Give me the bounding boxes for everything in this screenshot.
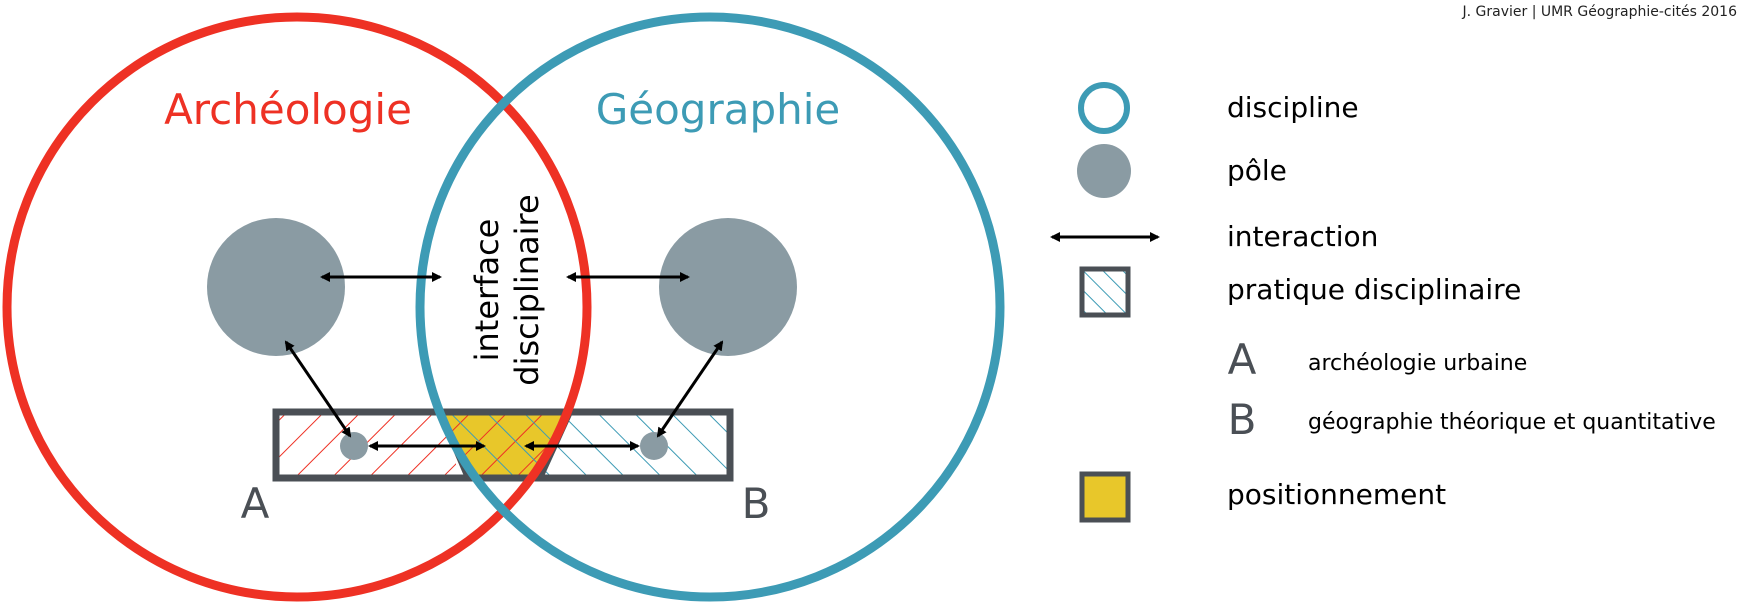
legend-a-letter: A <box>1228 335 1257 384</box>
legend-pole-label: pôle <box>1227 154 1287 187</box>
urban-archeology-pole <box>340 432 368 460</box>
archeology-title: Archéologie <box>164 85 412 134</box>
geography-title: Géographie <box>596 85 841 134</box>
legend-pole-icon <box>1077 144 1131 198</box>
legend: discipline pôle interaction pratique dis… <box>1050 82 1716 523</box>
legend-interaction-label: interaction <box>1227 220 1378 253</box>
legend-practice-icon <box>1079 266 1131 318</box>
interaction-arrow <box>656 340 724 438</box>
label-a: A <box>241 479 270 528</box>
credit-text: J. Gravier | UMR Géographie-cités 2016 <box>1462 4 1737 20</box>
archeology-pole <box>207 218 345 356</box>
legend-b-text: géographie théorique et quantitative <box>1308 410 1716 435</box>
archeology-discipline-circle <box>2 12 592 602</box>
geography-discipline-circle <box>415 12 1005 602</box>
legend-a-text: archéologie urbaine <box>1308 351 1527 376</box>
legend-discipline-label: discipline <box>1227 91 1359 124</box>
legend-b-letter: B <box>1228 395 1257 444</box>
legend-positioning-label: positionnement <box>1227 478 1446 511</box>
legend-discipline-icon <box>1078 82 1130 134</box>
legend-positioning-icon <box>1079 471 1131 523</box>
interface-line2: disciplinaire <box>508 194 546 385</box>
interaction-arrow <box>284 340 352 438</box>
geography-pole <box>659 218 797 356</box>
interface-label: interface disciplinaire <box>468 194 546 385</box>
quantitative-geography-pole <box>640 432 668 460</box>
legend-practice-label: pratique disciplinaire <box>1227 273 1521 306</box>
interactions <box>284 272 724 451</box>
practice-bar-frame <box>272 408 734 482</box>
label-b: B <box>742 479 771 528</box>
interface-line1: interface <box>468 219 506 362</box>
